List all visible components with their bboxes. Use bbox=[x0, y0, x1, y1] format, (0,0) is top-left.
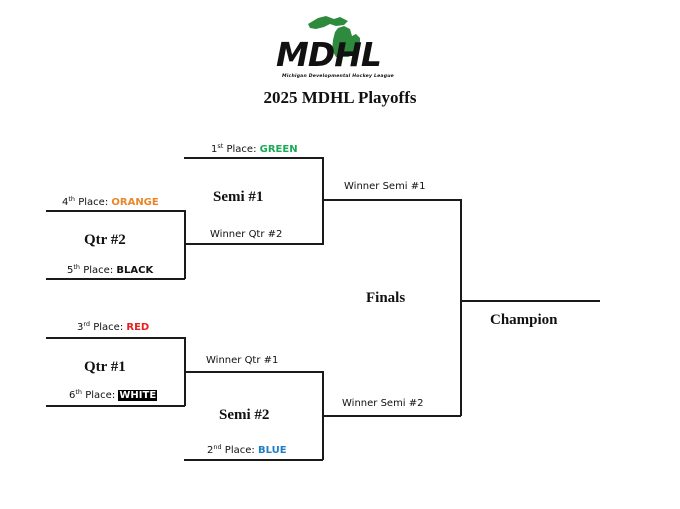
seed-first: 1st Place: GREEN bbox=[211, 142, 298, 155]
semi1-right-line bbox=[322, 157, 324, 245]
finals-right-line bbox=[460, 199, 462, 416]
winner-semi2-label: Winner Semi #2 bbox=[342, 398, 424, 409]
page-title: 2025 MDHL Playoffs bbox=[263, 88, 417, 107]
round-champion: Champion bbox=[490, 312, 558, 328]
seed-third: 3rd Place: RED bbox=[77, 320, 150, 333]
semi2-winner-line bbox=[322, 415, 461, 417]
round-semi1: Semi #1 bbox=[213, 189, 264, 205]
team-white: WHITE bbox=[118, 390, 158, 401]
seed-fourth: 4th Place: ORANGE bbox=[62, 195, 159, 208]
semi2-bottom-line bbox=[184, 459, 323, 461]
team-blue: BLUE bbox=[257, 445, 287, 456]
semi1-top-line bbox=[184, 157, 323, 159]
round-finals: Finals bbox=[366, 290, 406, 306]
team-black: BLACK bbox=[116, 265, 154, 276]
winner-qtr1-label: Winner Qtr #1 bbox=[206, 355, 279, 366]
mdhl-logo: MDHL Michigan Developmental Hockey Leagu… bbox=[270, 12, 400, 79]
seed-fifth: 5th Place: BLACK bbox=[67, 263, 154, 276]
champion-line bbox=[460, 300, 600, 302]
logo-subtitle: Michigan Developmental Hockey League bbox=[281, 74, 394, 79]
qtr2-top-line bbox=[46, 210, 185, 212]
qtr1-winner-line bbox=[184, 371, 323, 373]
logo-wordmark: MDHL bbox=[276, 35, 382, 74]
winner-qtr2-label: Winner Qtr #2 bbox=[210, 229, 283, 240]
winner-semi1-label: Winner Semi #1 bbox=[344, 181, 426, 192]
qtr2-bottom-line bbox=[46, 278, 185, 280]
team-green: GREEN bbox=[259, 144, 298, 155]
michigan-map-icon bbox=[308, 16, 360, 57]
round-qtr1: Qtr #1 bbox=[84, 359, 126, 375]
qtr2-winner-line bbox=[184, 243, 323, 245]
qtr1-bottom-line bbox=[46, 405, 185, 407]
seed-second: 2nd Place: BLUE bbox=[207, 443, 287, 456]
team-red: RED bbox=[126, 322, 150, 333]
seed-sixth: 6th Place: WHITE bbox=[69, 388, 158, 401]
round-semi2: Semi #2 bbox=[219, 407, 270, 423]
team-orange: ORANGE bbox=[111, 197, 159, 208]
round-qtr2: Qtr #2 bbox=[84, 232, 126, 248]
qtr1-top-line bbox=[46, 337, 185, 339]
semi1-winner-line bbox=[322, 199, 461, 201]
